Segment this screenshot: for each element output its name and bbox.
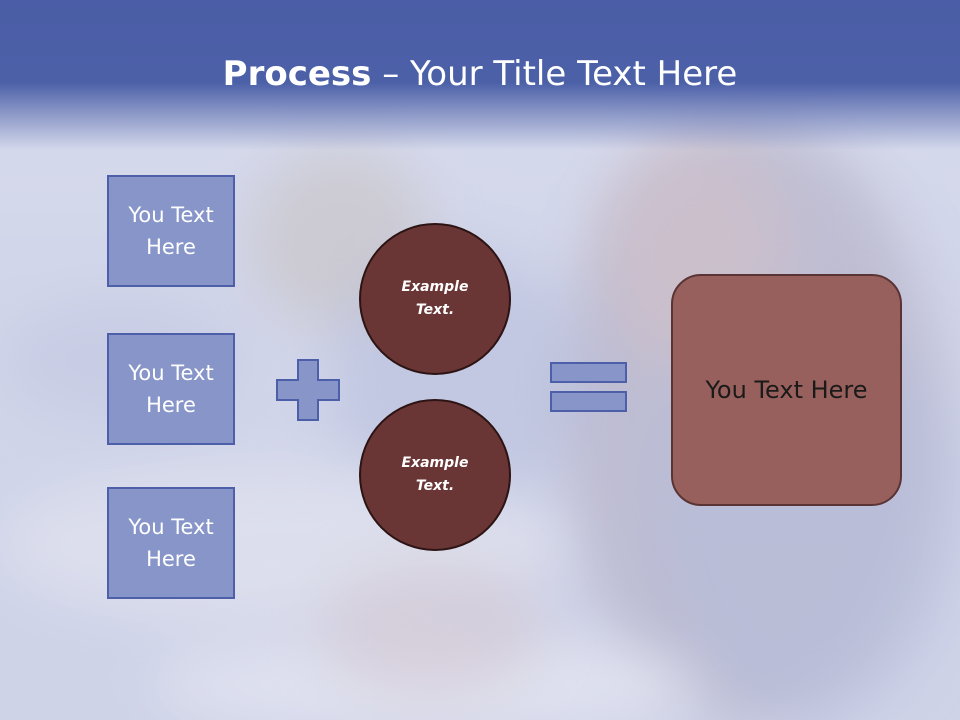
result-box-label: You Text Here	[705, 376, 868, 404]
input-box-1[interactable]: You Text Here	[107, 175, 235, 287]
equals-bar-bottom	[550, 391, 627, 412]
equals-bar-top	[550, 362, 627, 383]
result-box[interactable]: You Text Here	[671, 274, 902, 506]
input-box-2[interactable]: You Text Here	[107, 333, 235, 445]
example-circle-1-label: Example Text.	[401, 279, 469, 318]
example-circle-2[interactable]: Example Text.	[359, 399, 511, 551]
title-rest: Your Title Text Here	[410, 54, 738, 94]
input-box-3[interactable]: You Text Here	[107, 487, 235, 599]
input-box-1-label: You Text Here	[128, 203, 214, 259]
title-bar: Process – Your Title Text Here	[0, 0, 960, 150]
input-box-2-label: You Text Here	[128, 361, 214, 417]
plus-icon[interactable]	[276, 359, 340, 421]
example-circle-2-label: Example Text.	[401, 455, 469, 494]
input-box-3-label: You Text Here	[128, 515, 214, 571]
example-circle-1[interactable]: Example Text.	[359, 223, 511, 375]
title-separator: –	[371, 54, 411, 94]
slide-title[interactable]: Process – Your Title Text Here	[0, 52, 960, 96]
title-bold-part: Process	[222, 54, 372, 94]
